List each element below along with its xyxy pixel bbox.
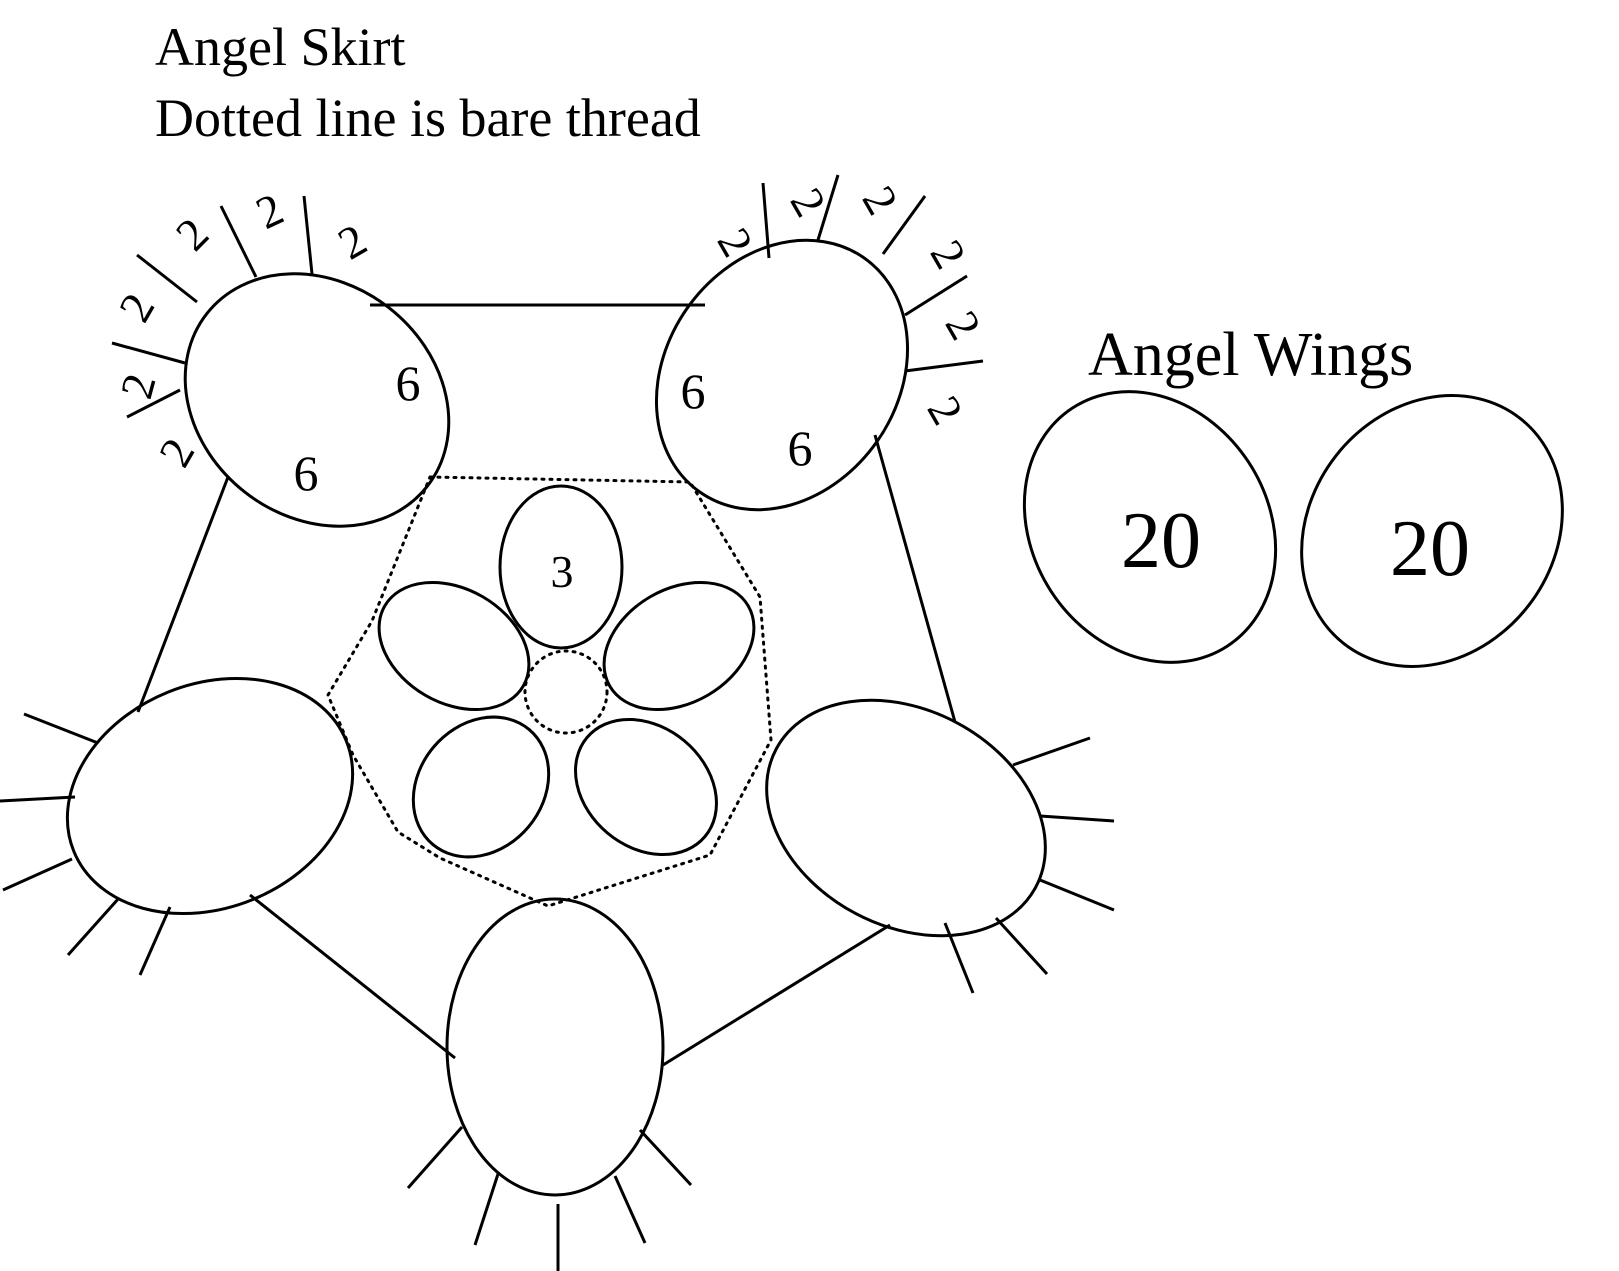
chain-bottom-right <box>662 923 891 1067</box>
picot-label: 2 <box>109 285 165 330</box>
picot-labels-top-left: 2 2 2 2 2 2 <box>109 183 375 475</box>
ring-bottom-right <box>765 698 1047 938</box>
wing-right: 20 <box>1300 394 1564 668</box>
bare-thread-outline <box>326 475 773 908</box>
wing-left: 20 <box>1022 390 1278 664</box>
ring-top-right: 6 6 <box>654 238 910 512</box>
ring-label: 6 <box>788 420 813 476</box>
picots-top-left <box>111 195 314 419</box>
ring-bottom <box>445 897 665 1197</box>
ring-top-left: 6 6 <box>183 272 451 528</box>
skirt-subtitle: Dotted line is bare thread <box>155 88 701 148</box>
chain-left <box>136 476 230 713</box>
picot-label: 2 <box>149 430 205 475</box>
flower-bottom-right-petal <box>574 717 718 857</box>
ring-label: 6 <box>396 355 421 411</box>
center-ring-label: 3 <box>551 546 574 597</box>
picots-bottom <box>406 1126 693 1271</box>
picots-bottom-right <box>943 736 1115 994</box>
center-flower: 3 <box>377 484 756 859</box>
picots-bottom-left <box>0 712 172 976</box>
flower-right-petal <box>602 580 756 712</box>
flower-left-petal <box>377 580 531 712</box>
picot-label: 2 <box>248 183 290 239</box>
wing-left-label: 20 <box>1121 497 1201 585</box>
picot-label: 2 <box>853 178 909 223</box>
picot-label: 2 <box>330 214 375 270</box>
picot-label: 2 <box>936 303 992 348</box>
chain-bottom-left <box>249 893 456 1060</box>
picot-label: 2 <box>781 180 837 225</box>
ring-label: 6 <box>294 445 319 501</box>
flower-bottom-left-petal <box>411 715 551 859</box>
wing-right-label: 20 <box>1390 505 1470 593</box>
picot-label: 2 <box>708 220 764 265</box>
flower-top-petal <box>498 484 624 650</box>
bare-thread-center <box>523 649 609 735</box>
picot-label: 2 <box>921 232 977 277</box>
wings-title: Angel Wings <box>1088 321 1413 389</box>
chain-right <box>873 434 957 723</box>
ring-label: 6 <box>681 363 706 419</box>
picot-labels-top-right: 2 2 2 2 2 2 <box>708 178 992 433</box>
picot-label: 2 <box>918 388 974 433</box>
picots-top-right <box>761 174 984 373</box>
skirt-title: Angel Skirt <box>155 17 406 77</box>
skirt-chains <box>136 303 957 1067</box>
ring-bottom-left <box>65 676 355 916</box>
picot-label: 2 <box>166 208 218 260</box>
picot-label: 2 <box>110 368 165 403</box>
